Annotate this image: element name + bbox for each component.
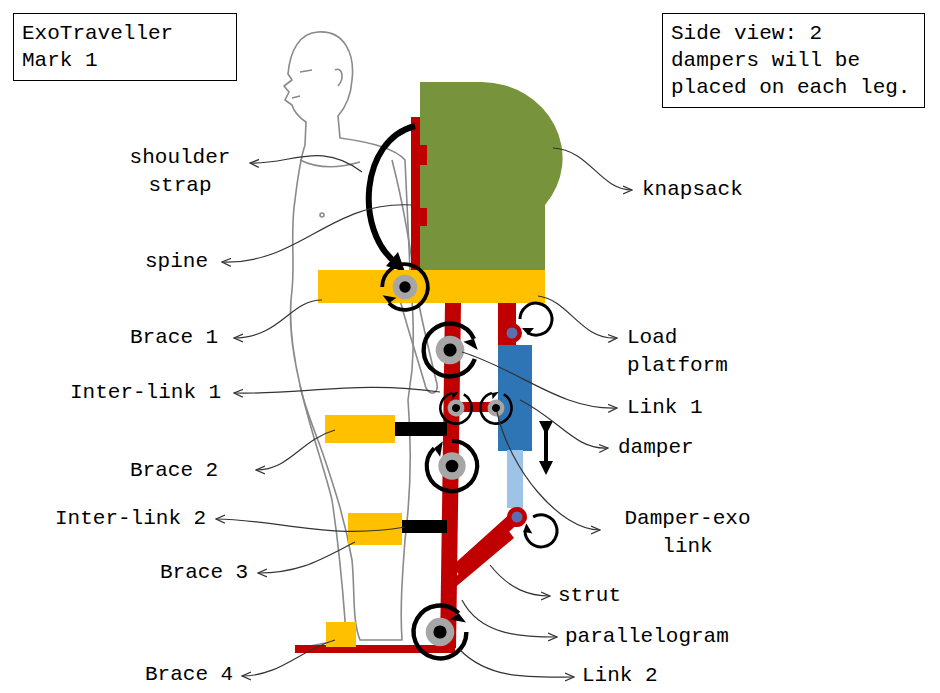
damper-body [498,345,532,451]
part-label: strut [558,584,621,608]
brace-2 [325,415,395,443]
leader-line [462,600,557,637]
leader-line [222,205,412,262]
note-text: Side view: 2 dampers will be placed on e… [671,20,916,101]
spine-bar [411,117,427,272]
link-2-joint [414,606,468,659]
load-platform [318,270,545,303]
note-box: Side view: 2 dampers will be placed on e… [662,13,925,108]
part-label: Load platform [627,324,757,380]
inter-link-2-bar [402,520,447,533]
note-text: ExoTraveller Mark 1 [22,20,228,74]
part-label: Inter-link 2 [55,507,206,531]
leader-line [497,412,600,530]
knapsack-shape [420,82,563,275]
part-label: parallelogram [565,625,729,649]
part-label: Inter-link 1 [70,381,221,405]
leader-line [520,400,608,448]
lower-damper-joint [503,493,563,556]
part-label: Damper-exo link [605,505,770,561]
figure-body [284,32,413,640]
part-label: Link 1 [627,396,703,420]
brace-4 [326,622,356,647]
link-1-joint [416,316,485,384]
figure-ear [335,69,342,86]
leader-line [234,387,440,393]
part-label: Brace 4 [145,663,233,687]
part-label: Brace 1 [130,326,218,350]
part-label: Brace 2 [130,459,218,483]
leader-line [234,300,322,338]
damper-exo-joint [475,386,518,429]
knee-joint [427,440,477,491]
leader-line [553,148,632,190]
part-label: knapsack [642,178,743,202]
leader-line [250,156,362,172]
part-label: spine [145,250,208,274]
leader-lines [216,148,632,677]
leader-line [462,352,617,408]
shoulder-strap [369,126,415,262]
leader-line [258,542,355,573]
platform-damper-joint [502,303,552,343]
human-figure [284,32,437,652]
part-label: Brace 3 [160,561,248,585]
brace-1-joint [381,264,427,310]
leader-line [538,296,617,338]
inter-link-1-bar [395,422,447,436]
leader-line [256,430,335,470]
leader-line [490,565,550,596]
exo-leg [295,303,522,653]
leader-line [216,519,405,531]
part-label: damper [618,436,694,460]
figure-detail [292,70,360,217]
inter-link-joint [435,386,478,429]
part-label: shoulder strap [115,144,245,200]
note-box: ExoTraveller Mark 1 [13,13,237,81]
part-label: Link 2 [582,664,658,688]
leader-line [242,640,335,676]
leader-line [460,650,574,677]
damper-travel-arrow [544,428,548,468]
